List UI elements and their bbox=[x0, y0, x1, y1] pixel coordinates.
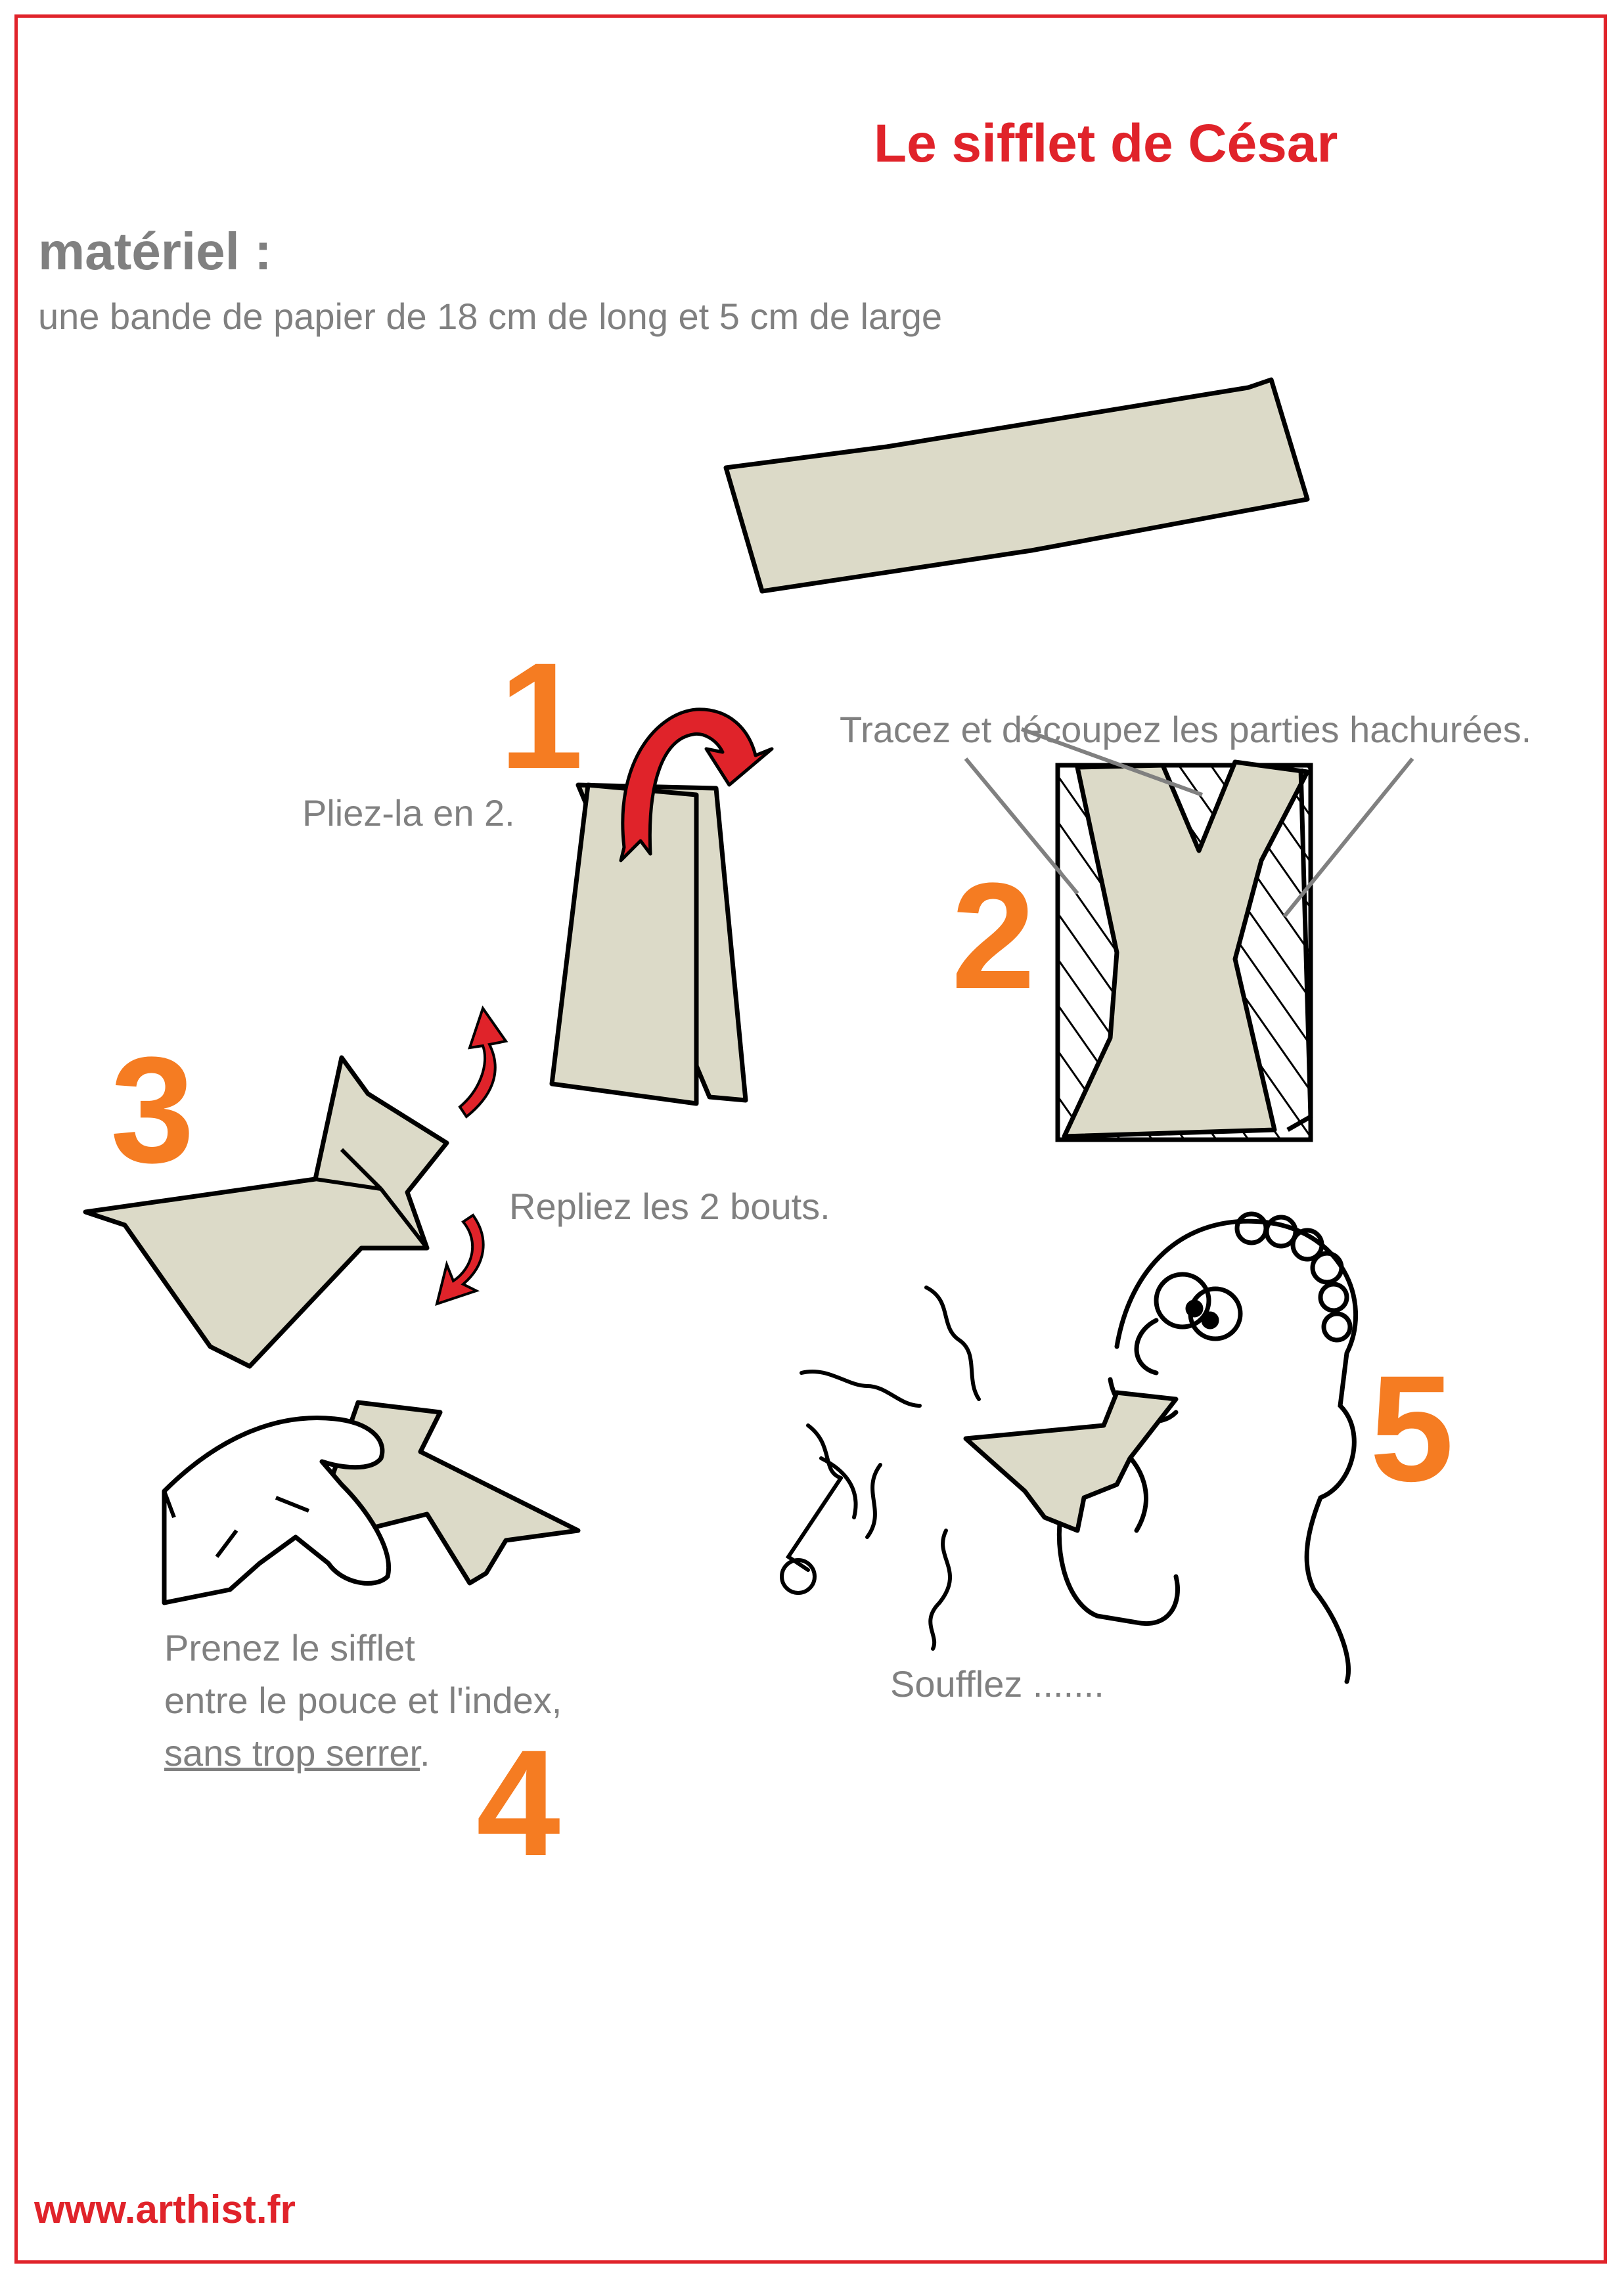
page-title: Le sifflet de César bbox=[874, 114, 1338, 173]
step-4-emphasis: sans trop serrer bbox=[164, 1732, 420, 1774]
materiel-heading: matériel : bbox=[38, 222, 272, 280]
step5-character-illustration bbox=[1049, 1211, 1358, 1684]
step-5-text: Soufflez ....... bbox=[890, 1663, 1104, 1705]
step-3-number: 3 bbox=[110, 1025, 194, 1194]
step-5-number: 5 bbox=[1370, 1344, 1454, 1513]
step-4-number: 4 bbox=[476, 1718, 560, 1887]
step-2-text: Tracez et découpez les parties hachurées… bbox=[840, 709, 1532, 750]
step2-cut-pattern-illustration bbox=[964, 727, 1414, 1142]
step-2-number: 2 bbox=[951, 851, 1035, 1020]
step-1-text: Pliez-la en 2. bbox=[302, 792, 515, 834]
step-4-text-line3: sans trop serrer. bbox=[164, 1731, 430, 1775]
step-4-text-line1: Prenez le sifflet bbox=[164, 1627, 415, 1668]
materiel-description: une bande de papier de 18 cm de long et … bbox=[38, 296, 943, 337]
step-3-text: Repliez les 2 bouts. bbox=[509, 1186, 830, 1227]
website-link[interactable]: www.arthist.fr bbox=[34, 2187, 296, 2231]
sound-squiggles bbox=[780, 1286, 981, 1651]
page-border bbox=[14, 14, 1607, 2264]
paper-strip-illustration bbox=[723, 377, 1310, 594]
step-4-text-line2: entre le pouce et l'index, bbox=[164, 1680, 562, 1721]
step3-whistle-illustration bbox=[83, 1005, 508, 1369]
step-4-period: . bbox=[420, 1732, 430, 1774]
step-1-number: 1 bbox=[499, 631, 583, 800]
step5-whistle-illustration bbox=[963, 1390, 1179, 1533]
step1-folded-paper-illustration bbox=[549, 707, 774, 1106]
step4-hand-illustration bbox=[162, 1400, 581, 1605]
